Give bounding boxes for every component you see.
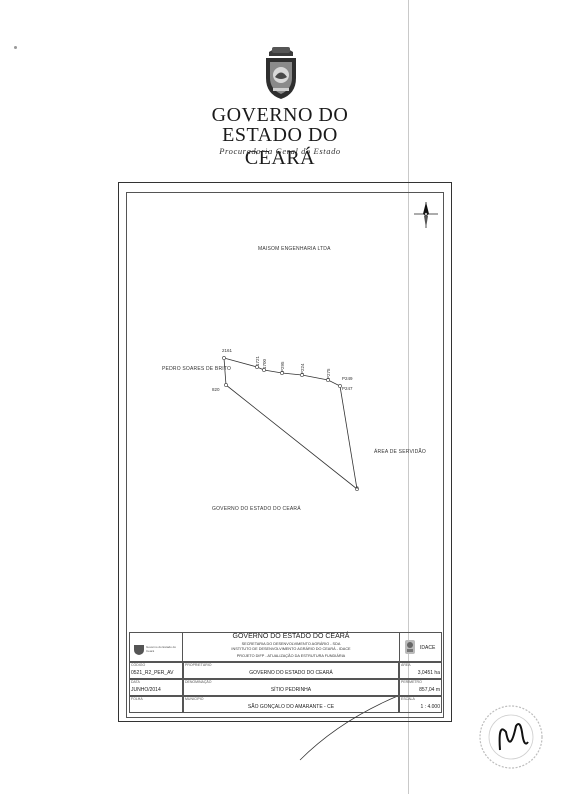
row3-mid-head: MUNICÍPIO (185, 697, 204, 701)
row1-right-head: ÁREA (401, 663, 411, 667)
title-block: Governo do Estado do Ceará IDACE GOVERNO… (129, 632, 442, 714)
left-logo-cell: Governo do Estado do Ceará (129, 632, 183, 662)
cell-scale (399, 696, 442, 713)
vertex-label: 1700 (262, 358, 267, 369)
row2-right-head: PERÍMETRO (401, 680, 422, 684)
north-arrow-icon (414, 202, 438, 228)
scan-fold-line (408, 0, 409, 794)
vertex-label: 9 (356, 485, 359, 490)
row3-right-head: ESCALA (401, 697, 415, 701)
parcel-polygon (223, 357, 358, 490)
vertex-marker (222, 356, 226, 360)
neighbor-south: GOVERNO DO ESTADO DO CEARÁ (212, 506, 301, 512)
row1-right-val: 3,0451 ha (417, 670, 440, 676)
cell-name (183, 679, 399, 696)
signature-stroke (299, 694, 401, 761)
row1-mid-val: GOVERNO DO ESTADO DO CEARÁ (249, 670, 333, 676)
vertex-marker (224, 383, 228, 387)
row2-left-head: DATA (131, 680, 140, 684)
cell-sheet (129, 696, 183, 713)
left-logo-text: Governo do Estado do Ceará (146, 645, 177, 653)
cell-municipality (183, 696, 399, 713)
cell-perimeter (399, 679, 442, 696)
header-line-2: ESTADO DO CEARÁ (222, 124, 338, 169)
cell-code (129, 662, 183, 679)
row1-left-val: 0521_R2_PER_AV (131, 670, 174, 676)
vertex-marker (338, 384, 342, 388)
row2-right-val: 857,04 m (419, 687, 440, 693)
header-line-1: GOVERNO DO (211, 104, 349, 126)
right-logo-text: IDACE (420, 645, 436, 651)
vertex-label: P247 (342, 386, 353, 391)
neighbor-west: PEDRO SOARES DE BRITO (162, 366, 232, 372)
row2-left-val: JUNHO/2014 (131, 687, 161, 693)
vertex-marker (326, 378, 330, 382)
vertex-marker (255, 365, 259, 369)
neighbor-east: ÁREA DE SERVIDÃO (374, 449, 427, 455)
right-logo-cell: IDACE (399, 632, 442, 662)
vertex-marker (300, 373, 304, 377)
cell-area (399, 662, 442, 679)
neighbor-north: MAISOM ENGENHARIA LTDA (258, 246, 331, 252)
vertex-label: 2161 (222, 348, 233, 353)
ceara-logo-icon (134, 645, 144, 655)
vertex-label: P249 (342, 376, 353, 381)
vertex-label: P295 (280, 361, 285, 372)
cell-date (129, 679, 183, 696)
vertex-marker (355, 487, 359, 491)
row3-right-val: 1 : 4.000 (420, 704, 440, 710)
row3-left-head: FOLHA (131, 697, 143, 701)
vertex-label: 820 (212, 387, 220, 392)
row3-mid-val: SÃO GONÇALO DO AMARANTE - CE (247, 704, 335, 710)
state-crest-icon (266, 47, 296, 99)
row2-mid-val: SÍTIO PEDRINHA (270, 687, 312, 693)
row2-mid-head: DENOMINAÇÃO (185, 680, 212, 684)
scan-dot (14, 46, 17, 49)
vertex-label: P224 (300, 363, 305, 374)
notary-seal-icon (479, 705, 543, 769)
map-inner-frame (126, 192, 444, 718)
title-sub-2: INSTITUTO DE DESENVOLVIMENTO AGRÁRIO DO … (231, 647, 351, 651)
vertex-label: P275 (326, 368, 331, 379)
vertex-marker (262, 368, 266, 372)
title-sub-1: SECRETARIA DO DESENVOLVIMENTO AGRÁRIO - … (241, 642, 341, 646)
map-frame (118, 182, 452, 722)
vertex-marker (280, 371, 284, 375)
row1-left-head: CÓDIGO (131, 663, 146, 667)
vertex-label: 1721 (255, 355, 260, 366)
idace-logo-icon (405, 640, 415, 654)
row1-mid-head: PROPRIETÁRIO (185, 663, 212, 667)
header-line-3: Procuradoria Geral do Estado (219, 146, 341, 156)
title-org: GOVERNO DO ESTADO DO CEARÁ (232, 633, 350, 640)
title-sub-3: PROJETO DIFP - ATUALIZAÇÃO DA ESTRUTURA … (236, 654, 346, 658)
cell-owner (183, 662, 399, 679)
